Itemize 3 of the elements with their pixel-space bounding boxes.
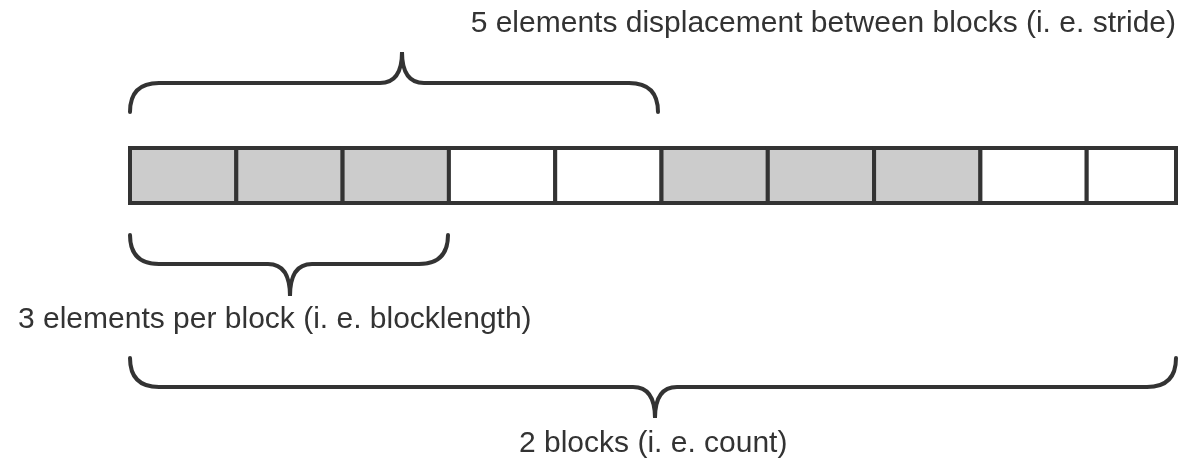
annotation-text: 2 blocks (i. e. count): [519, 424, 788, 460]
annotation-text: 5 elements displacement between blocks (i. e. stride): [470, 4, 1176, 40]
annotation-text: 3 elements per block (i. e. blocklength): [18, 300, 532, 336]
